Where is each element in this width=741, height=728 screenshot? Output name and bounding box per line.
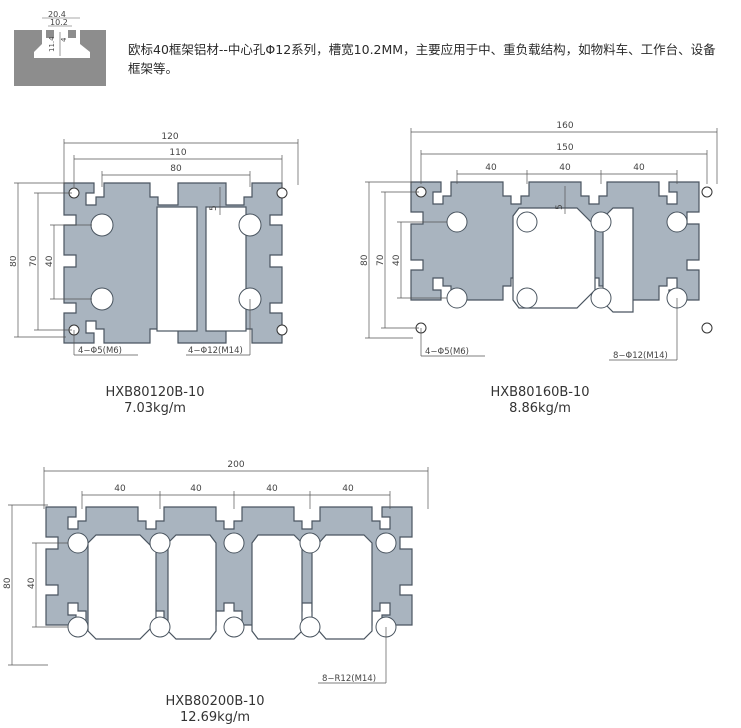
profile-80200-section (45, 506, 413, 640)
dim-w3: 80 (170, 164, 182, 174)
dim-w1: 120 (161, 132, 178, 142)
hole-large-label: 8−Φ12(M14) (613, 351, 668, 361)
weight-label-80200: 12.69kg/m (179, 710, 251, 725)
dim-pitch-4: 40 (342, 484, 354, 494)
series-description: 欧标40框架铝材--中心孔Φ12系列，槽宽10.2MM，主要应用于中、重负载结构… (128, 42, 716, 76)
dim-slot: 5 (555, 204, 565, 210)
dim-w1: 160 (556, 121, 573, 131)
model-label-80120: HXB80120B-10 (105, 385, 205, 400)
profile-80120-section (63, 182, 288, 344)
dim-h1: 80 (360, 254, 370, 266)
hole-small-label: 4−Φ5(M6) (78, 346, 122, 356)
profile-drawing-80160: 160 150 40 40 40 5 80 70 40 4−Φ5(M6) 8−Φ… (360, 121, 718, 361)
dim-h2: 70 (376, 254, 386, 266)
dim-pitch-1: 40 (114, 484, 126, 494)
dim-h1: 80 (10, 255, 19, 267)
slot-lip: 4 (60, 37, 68, 42)
model-label-80160: HXB80160B-10 (490, 385, 590, 400)
dim-h2: 70 (29, 255, 39, 267)
dim-pitch-1: 40 (485, 163, 497, 173)
profile-drawing-80120: 120 110 80 5 80 70 40 4−Φ5(M6) 4−Φ12(M14… (10, 132, 299, 356)
profile-80160-section (410, 181, 713, 334)
weight-label-80120: 7.03kg/m (124, 401, 186, 416)
dim-w2: 110 (169, 148, 186, 158)
model-label-80200: HXB80200B-10 (165, 694, 265, 709)
hole-small-label: 4−Φ5(M6) (425, 347, 469, 357)
slot-width-inner: 10.2 (50, 18, 68, 27)
slot-depth: 11.4 (48, 36, 56, 52)
dim-h3: 40 (392, 254, 402, 266)
slot-width-outer: 20.4 (48, 10, 66, 19)
dim-pitch-2: 40 (559, 163, 571, 173)
hole-large-label: 8−R12(M14) (322, 674, 376, 684)
dim-slot: 5 (209, 205, 219, 211)
dim-h3: 40 (45, 255, 55, 267)
hole-large-label: 4−Φ12(M14) (188, 346, 243, 356)
dim-w2: 150 (556, 143, 573, 153)
dim-pitch-3: 40 (266, 484, 278, 494)
profile-drawing-80200: 200 40 40 40 40 80 40 8−R12(M14) (3, 460, 429, 684)
dim-w1: 200 (227, 460, 244, 470)
slot-section-drawing: 20.4 10.2 11.4 4 (14, 10, 106, 86)
dim-h1: 80 (3, 577, 13, 589)
dim-h3: 40 (27, 577, 37, 589)
weight-label-80160: 8.86kg/m (509, 401, 571, 416)
dim-pitch-2: 40 (190, 484, 202, 494)
dim-pitch-3: 40 (633, 163, 645, 173)
